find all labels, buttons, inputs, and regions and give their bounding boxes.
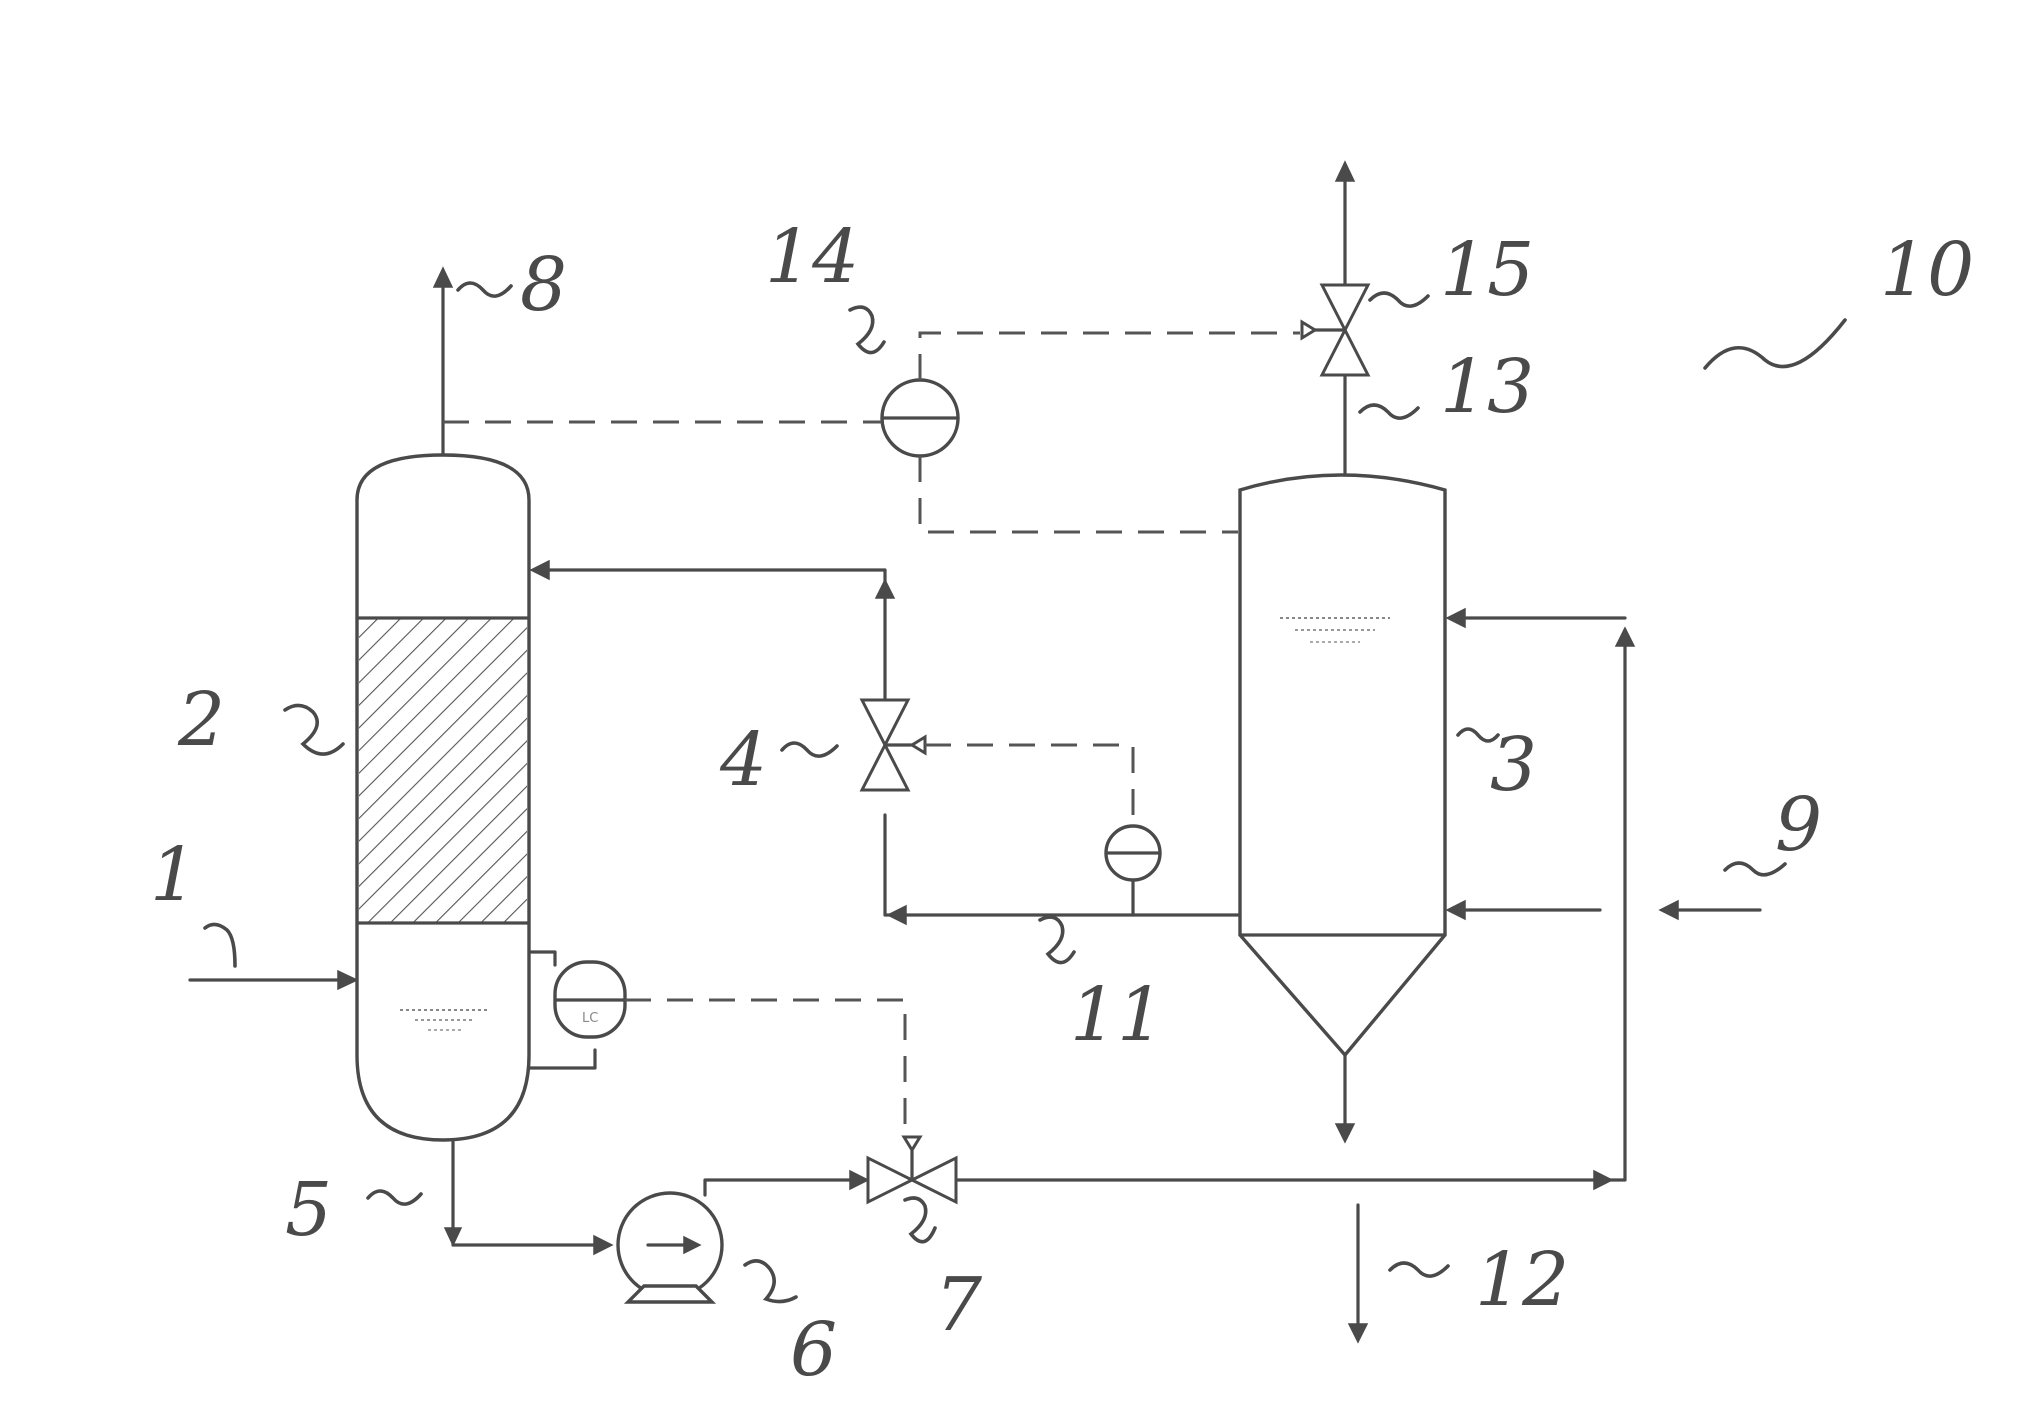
signal-line-level-controller: [625, 1000, 905, 1140]
signal-line-regenerator: [920, 456, 1238, 532]
regenerator-inlet-arrow-icon: [1447, 609, 1465, 627]
loop-arrow-icon-1: [1594, 1171, 1612, 1189]
pump-6: [618, 1193, 722, 1302]
label-1: 1: [150, 832, 197, 918]
label-8: 8: [520, 242, 567, 328]
level-controller: LC: [529, 952, 625, 1068]
signal-line-valve-15: [920, 333, 1300, 380]
regenerator-lower-arrow-icon: [1447, 901, 1465, 919]
regenerator-vessel: [1240, 475, 1445, 1055]
bottoms-arrow-icon: [445, 1228, 461, 1245]
feed-arrow-icon: [338, 971, 357, 989]
control-valve-15: [1302, 285, 1368, 375]
discharge-arrow-icon: [850, 1171, 868, 1189]
label-7: 7: [935, 1262, 982, 1348]
level-controller-tag: LC: [582, 1011, 598, 1026]
lean-up-arrow-icon: [876, 580, 894, 598]
label-14: 14: [765, 214, 859, 300]
pressure-controller-14: [882, 380, 958, 456]
label-15: 15: [1440, 227, 1534, 313]
absorber-inlet-arrow-icon: [531, 561, 549, 579]
control-valve-7: [868, 1137, 956, 1202]
bottoms-line-5: [453, 1140, 598, 1245]
label-5: 5: [285, 1167, 332, 1253]
pump-inlet-arrow-icon: [594, 1236, 612, 1254]
label-9: 9: [1775, 782, 1822, 868]
label-4: 4: [719, 717, 767, 803]
loop-arrow-icon-2: [1616, 628, 1634, 646]
return-line-11: [885, 815, 1240, 915]
label-2: 2: [177, 677, 225, 763]
label-13: 13: [1440, 344, 1534, 430]
stream-9-arrow-icon: [1660, 901, 1678, 919]
pump-discharge-line: [705, 1180, 855, 1195]
lean-solvent-line: [545, 570, 885, 740]
label-12: 12: [1475, 1237, 1569, 1323]
packed-bed: [359, 618, 527, 923]
control-valve-4: [862, 700, 925, 790]
signal-line-valve-4: [925, 745, 1133, 826]
level-transmitter: [1106, 826, 1160, 915]
bottom-outlet-arrow-icon: [1336, 1124, 1354, 1142]
label-10: 10: [1880, 227, 1974, 313]
vent-arrow-icon: [1336, 162, 1354, 181]
overhead-arrow-icon: [434, 268, 452, 287]
absorber-column: [357, 455, 529, 1140]
return-arrow-icon: [888, 906, 906, 924]
stream-12-arrow-icon: [1349, 1324, 1367, 1342]
label-6: 6: [790, 1307, 837, 1393]
label-11: 11: [1070, 972, 1164, 1058]
